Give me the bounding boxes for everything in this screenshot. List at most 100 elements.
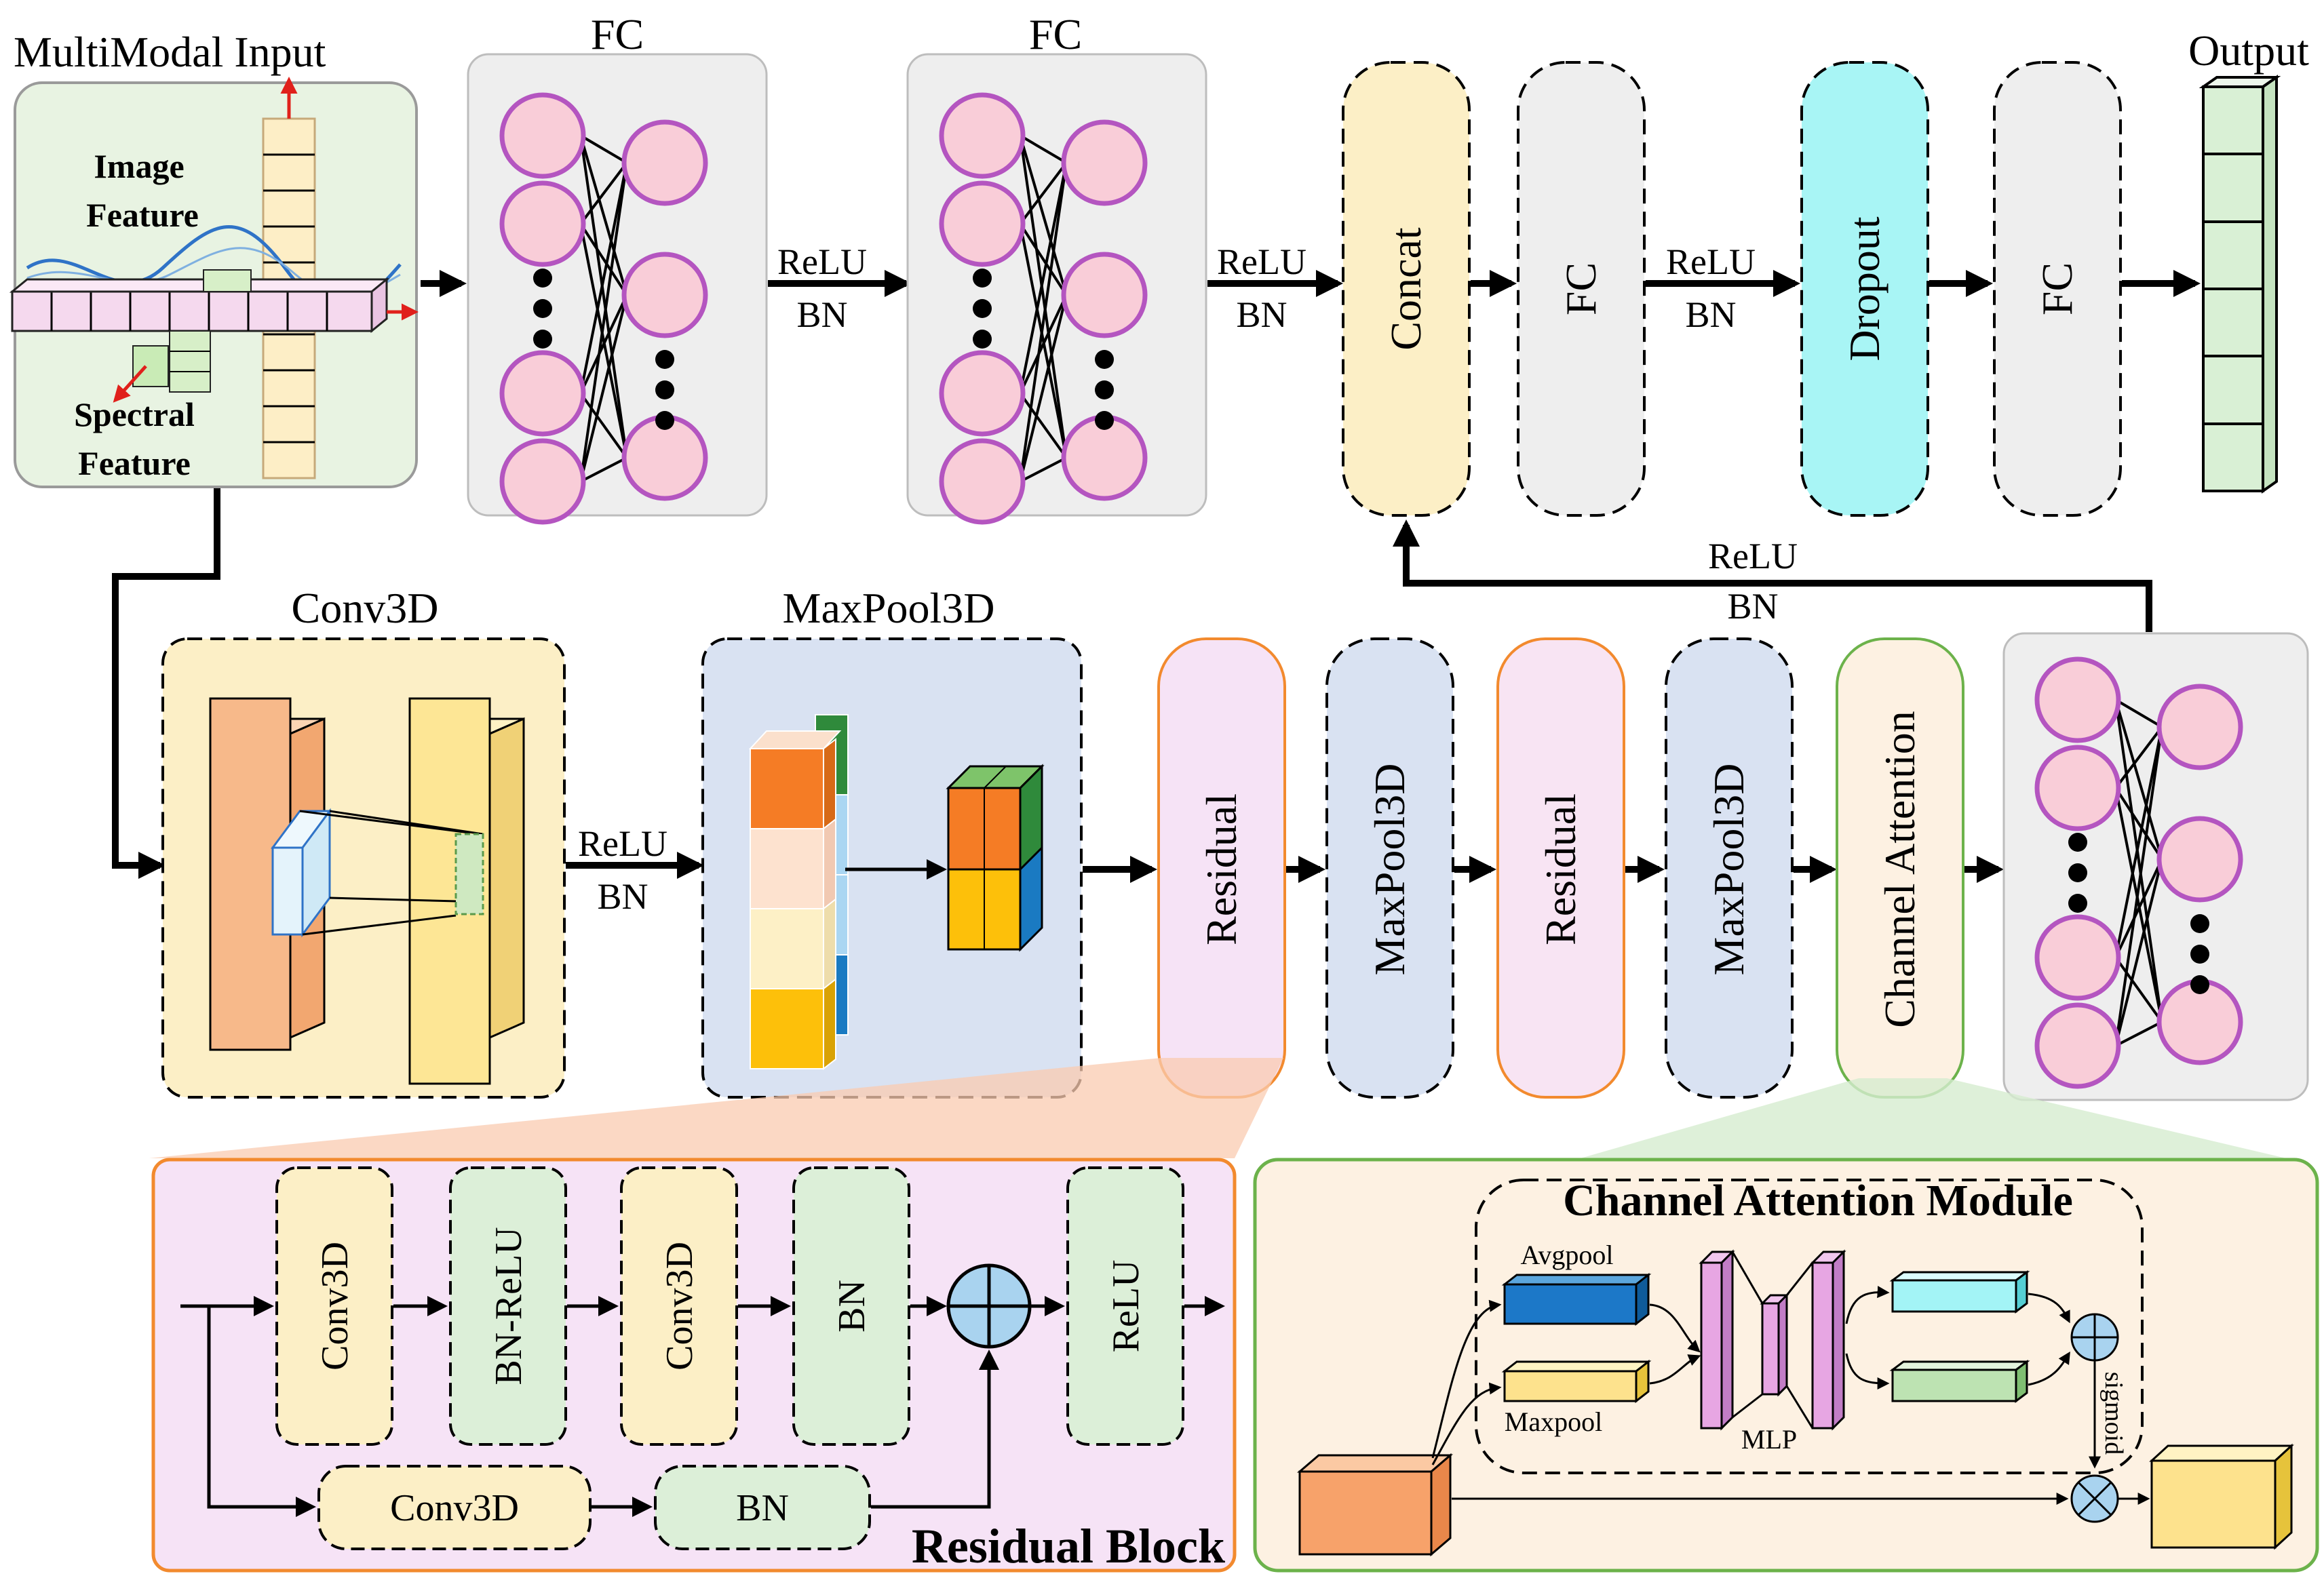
ellipsis-dot — [2190, 914, 2209, 933]
fc-edge — [579, 135, 628, 458]
cam-input-cube — [1296, 1453, 1454, 1557]
multimodal-input-title: MultiModal Input — [14, 28, 326, 76]
relu-label-1: ReLU — [777, 241, 867, 282]
fc-node — [499, 438, 586, 525]
fc-edge — [579, 392, 628, 459]
pool-side-cell — [823, 737, 836, 831]
fc2-title: FC — [1029, 10, 1082, 58]
feedback-arrow: ReLU BN — [1393, 519, 2152, 632]
fc-edge — [579, 223, 628, 458]
fc-edge — [579, 134, 628, 164]
ellipsis-dot — [1095, 380, 1114, 399]
residual-block-title: Residual Block — [912, 1519, 1225, 1573]
spectral-feature-label-2: Feature — [78, 444, 191, 482]
cam-output-cube — [2149, 1443, 2294, 1550]
maxpool1-label: MaxPool3D — [1366, 764, 1414, 976]
residual-zoom-shade — [149, 1058, 1283, 1158]
fc-edge — [579, 162, 628, 394]
image-feature-label-2: Feature — [86, 196, 199, 234]
maxpool3d-block-1: MaxPool3D — [1325, 637, 1454, 1099]
fc-node — [621, 119, 708, 206]
bn-label-4: BN — [597, 876, 648, 917]
fc-edge — [1019, 392, 1068, 459]
fc-edge — [1019, 294, 1068, 394]
ellipsis-dot — [655, 411, 674, 430]
ellipsis-dot — [973, 330, 992, 349]
fc-node — [1061, 252, 1148, 338]
fc-panel-1: FC — [467, 10, 768, 525]
res-shortcut-conv3d-label: Conv3D — [390, 1487, 519, 1529]
ellipsis-dot — [655, 380, 674, 399]
relu-label-2: ReLU — [1217, 241, 1306, 282]
res-relu-label: ReLU — [1105, 1260, 1147, 1353]
concat-label: Concat — [1382, 227, 1430, 351]
ellipsis-dot — [973, 269, 992, 288]
conv3d-panel: Conv3D — [161, 584, 566, 1099]
fc-edge — [2114, 698, 2163, 728]
cam-mlp-label: MLP — [1741, 1424, 1797, 1455]
relu-bn-arrow-4: ReLU BN — [566, 823, 704, 917]
ellipsis-dot — [533, 269, 552, 288]
output-title: Output — [2188, 26, 2309, 75]
horizontal-feature-strip — [9, 277, 419, 334]
channel-attention-block: Channel Attention — [1836, 637, 1964, 1099]
fc1-title: FC — [591, 10, 644, 58]
ellipsis-dot — [2068, 833, 2087, 852]
maxpool2-label: MaxPool3D — [1705, 764, 1753, 976]
res-conv3d-a-label: Conv3D — [314, 1242, 356, 1371]
residual-block-2: Residual — [1496, 637, 1625, 1099]
cam-maxpool-label: Maxpool — [1505, 1406, 1602, 1437]
bn-label-2: BN — [1236, 294, 1287, 335]
ellipsis-dot — [1095, 350, 1114, 369]
output-vector: Output — [2188, 26, 2309, 494]
fc4-label: FC — [2033, 262, 2081, 315]
fc-block-3: FC — [1517, 61, 1646, 517]
fc-node — [939, 180, 1026, 267]
ellipsis-dot — [1095, 411, 1114, 430]
fc-edge — [2114, 859, 2163, 1046]
pool-top-face — [748, 730, 842, 749]
down-left-arrow-icon — [113, 365, 147, 403]
fc-edge — [2114, 956, 2163, 1023]
ellipsis-dot — [533, 299, 552, 318]
cam-title: Channel Attention Module — [1563, 1176, 2073, 1225]
fc-edge — [2115, 1021, 2163, 1047]
fc-node — [939, 92, 1026, 179]
fc-node — [499, 180, 586, 267]
ellipsis-dot — [655, 350, 674, 369]
fc-edge — [579, 294, 628, 394]
relu-label-4: ReLU — [578, 823, 667, 864]
ellipsis-dot — [2068, 863, 2087, 882]
res-bn-label: BN — [831, 1280, 873, 1333]
res-bn-relu-label: BN-ReLU — [488, 1227, 530, 1385]
fc-node — [2156, 684, 2243, 770]
maxpool3d-block-2: MaxPool3D — [1665, 637, 1794, 1099]
fc-edge — [1019, 135, 1068, 296]
res-conv3d-b-label: Conv3D — [659, 1242, 701, 1371]
cam-multiply-icon — [2070, 1474, 2119, 1523]
res-shortcut-bn-label: BN — [736, 1487, 789, 1529]
fc-edge — [579, 161, 628, 225]
fc-edge — [579, 162, 628, 482]
residual-block-detail: Conv3D BN-ReLU Conv3D BN ReLU Conv3D BN … — [151, 1158, 1237, 1573]
concat-block: Concat — [1342, 61, 1471, 517]
fc-edge — [2114, 726, 2163, 1046]
feedback-relu-label: ReLU — [1708, 536, 1798, 576]
arrow-input-conv3d — [112, 488, 220, 879]
fc-node — [2034, 656, 2121, 743]
fc-panel-3 — [2002, 632, 2309, 1101]
residual2-label: Residual — [1536, 793, 1585, 945]
ellipsis-dot — [2068, 894, 2087, 913]
fc-node — [1061, 119, 1148, 206]
fc-edge — [1019, 294, 1068, 482]
channel-attention-label: Channel Attention — [1876, 711, 1924, 1028]
ellipsis-dot — [2190, 945, 2209, 964]
ellipsis-dot — [973, 299, 992, 318]
pooled-cube — [946, 764, 1045, 952]
pool-front-cell — [750, 908, 824, 989]
fc-edge — [580, 456, 627, 483]
maxpool3d-panel: MaxPool3D — [701, 584, 1083, 1099]
fc-edge — [2114, 726, 2163, 789]
fc-node — [621, 252, 708, 338]
